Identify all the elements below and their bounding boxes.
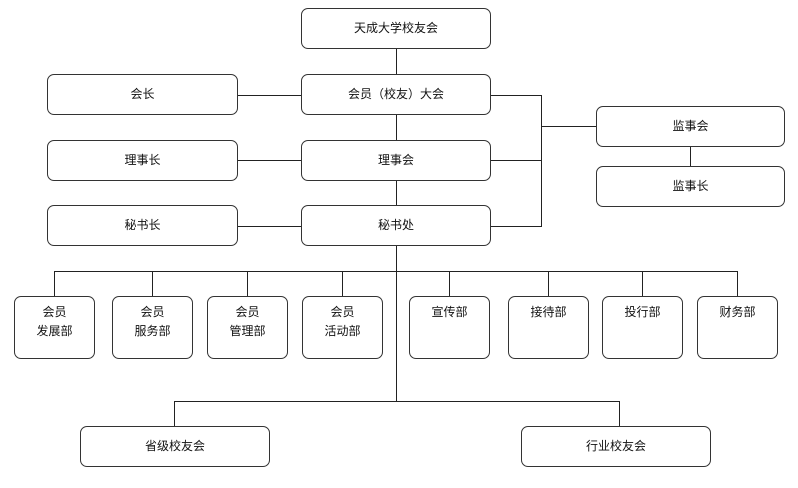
- supervisory-chair-node: 监事长: [596, 166, 785, 207]
- department-node: 宣传部: [409, 296, 490, 359]
- connector-line: [396, 180, 397, 205]
- connector-line: [490, 160, 541, 161]
- department-node: 会员发展部: [14, 296, 95, 359]
- top-node-label: 天成大学校友会: [353, 21, 438, 35]
- assembly-label: 会员（校友）大会: [347, 87, 444, 101]
- connector-line: [396, 245, 397, 401]
- department-node: 接待部: [508, 296, 589, 359]
- provincial-label: 省级校友会: [144, 439, 205, 453]
- board-label: 理事会: [377, 153, 414, 167]
- president-node: 会长: [47, 74, 238, 115]
- connector-line: [541, 95, 542, 227]
- department-label: 发展部: [36, 324, 73, 338]
- department-label: 服务部: [134, 324, 171, 338]
- connector-line: [237, 160, 301, 161]
- connector-line: [237, 226, 301, 227]
- department-label: 活动部: [324, 324, 361, 338]
- connector-line: [174, 401, 620, 402]
- department-label: 会员: [235, 305, 260, 319]
- secretary-general-label: 秘书长: [124, 218, 161, 232]
- secretariat-node: 秘书处: [301, 205, 491, 246]
- department-label: 投行部: [624, 305, 661, 319]
- connector-line: [548, 271, 549, 296]
- connector-line: [619, 401, 620, 426]
- top-node: 天成大学校友会: [301, 8, 491, 49]
- department-label: 会员: [330, 305, 355, 319]
- secretariat-label: 秘书处: [377, 218, 414, 232]
- supervisory-chair-label: 监事长: [672, 179, 709, 193]
- supervisory-board-label: 监事会: [672, 119, 709, 133]
- connector-line: [342, 271, 343, 296]
- connector-line: [247, 271, 248, 296]
- department-node: 财务部: [697, 296, 778, 359]
- secretary-general-node: 秘书长: [47, 205, 238, 246]
- connector-line: [396, 114, 397, 140]
- department-label: 财务部: [719, 305, 756, 319]
- industry-label: 行业校友会: [585, 439, 646, 453]
- board-chair-label: 理事长: [124, 153, 161, 167]
- department-node: 会员服务部: [112, 296, 193, 359]
- department-label: 会员: [42, 305, 67, 319]
- assembly-node: 会员（校友）大会: [301, 74, 491, 115]
- supervisory-board-node: 监事会: [596, 106, 785, 147]
- board-node: 理事会: [301, 140, 491, 181]
- connector-line: [54, 271, 738, 272]
- industry-association-node: 行业校友会: [521, 426, 711, 467]
- connector-line: [152, 271, 153, 296]
- connector-line: [490, 226, 541, 227]
- department-node: 会员管理部: [207, 296, 288, 359]
- connector-line: [737, 271, 738, 296]
- connector-line: [237, 95, 301, 96]
- connector-line: [490, 95, 541, 96]
- president-label: 会长: [130, 87, 155, 101]
- provincial-association-node: 省级校友会: [80, 426, 270, 467]
- connector-line: [396, 48, 397, 74]
- department-label: 接待部: [530, 305, 567, 319]
- board-chair-node: 理事长: [47, 140, 238, 181]
- department-label: 宣传部: [431, 305, 468, 319]
- connector-line: [642, 271, 643, 296]
- connector-line: [449, 271, 450, 296]
- connector-line: [541, 126, 596, 127]
- department-node: 会员活动部: [302, 296, 383, 359]
- connector-line: [54, 271, 55, 296]
- department-label: 管理部: [229, 324, 266, 338]
- connector-line: [690, 147, 691, 166]
- department-label: 会员: [140, 305, 165, 319]
- connector-line: [174, 401, 175, 426]
- department-node: 投行部: [602, 296, 683, 359]
